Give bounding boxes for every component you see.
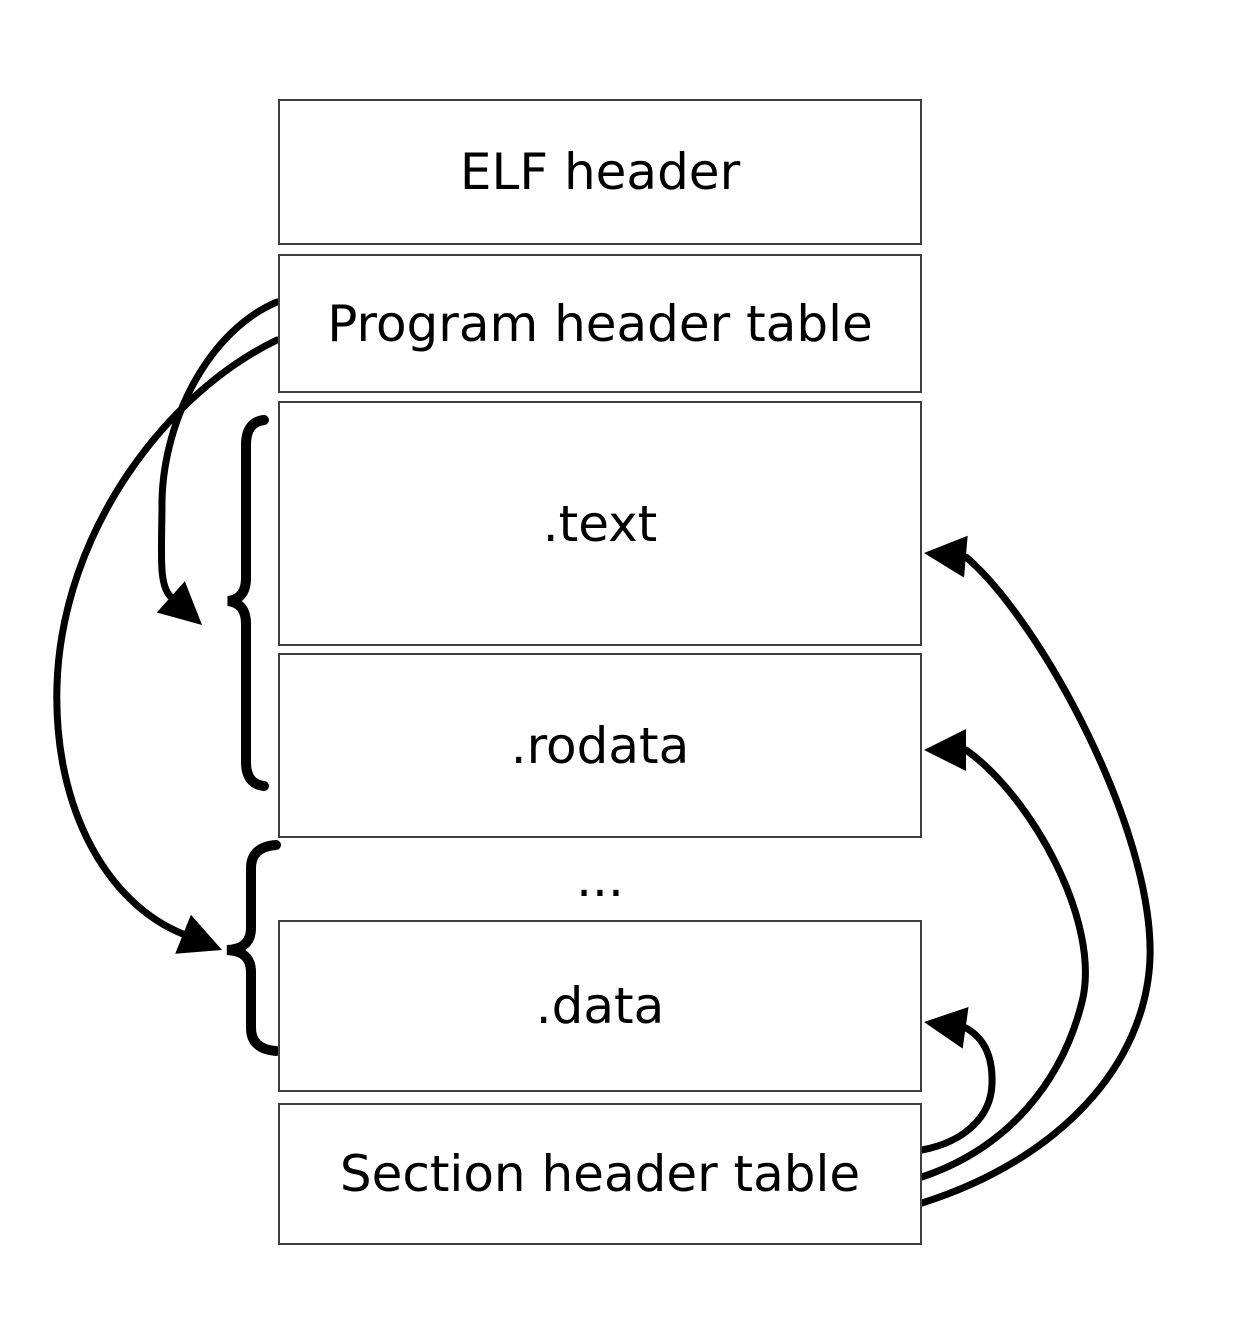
program-header-to-segment1-arrowhead: [156, 581, 202, 625]
section-header-to-text-arrowhead: [924, 535, 968, 578]
data-section-box: .data: [278, 920, 922, 1092]
section-header-to-data-arrow: [918, 1024, 996, 1154]
program-header-to-segment1-arrow: [157, 298, 281, 601]
ellipsis-label: ...: [576, 849, 624, 908]
program-header-to-segment2-arrow: [53, 336, 281, 938]
program-header-to-segment2-arrowhead: [175, 914, 222, 954]
section-header-to-rodata-arrow: [918, 746, 1089, 1181]
section-header-to-data-arrowhead: [924, 1007, 969, 1049]
elf-header-label: ELF header: [459, 143, 741, 201]
elf-header-box: ELF header: [278, 99, 922, 245]
segment1-brace: [227, 415, 269, 791]
program-header-table-label: Program header table: [327, 294, 873, 353]
ellipsis-row: ...: [278, 837, 922, 920]
data-section-label: .data: [535, 977, 665, 1035]
segment2-brace: [226, 840, 281, 1056]
section-header-to-text-arrow: [918, 553, 1154, 1207]
rodata-section-box: .rodata: [278, 653, 922, 838]
rodata-section-label: .rodata: [510, 716, 690, 775]
section-header-to-rodata-arrowhead: [924, 729, 966, 771]
section-header-table-label: Section header table: [339, 1145, 861, 1203]
section-header-table-box: Section header table: [278, 1103, 922, 1245]
text-section-label: .text: [542, 494, 658, 553]
program-header-table-box: Program header table: [278, 254, 922, 393]
text-section-box: .text: [278, 401, 922, 646]
